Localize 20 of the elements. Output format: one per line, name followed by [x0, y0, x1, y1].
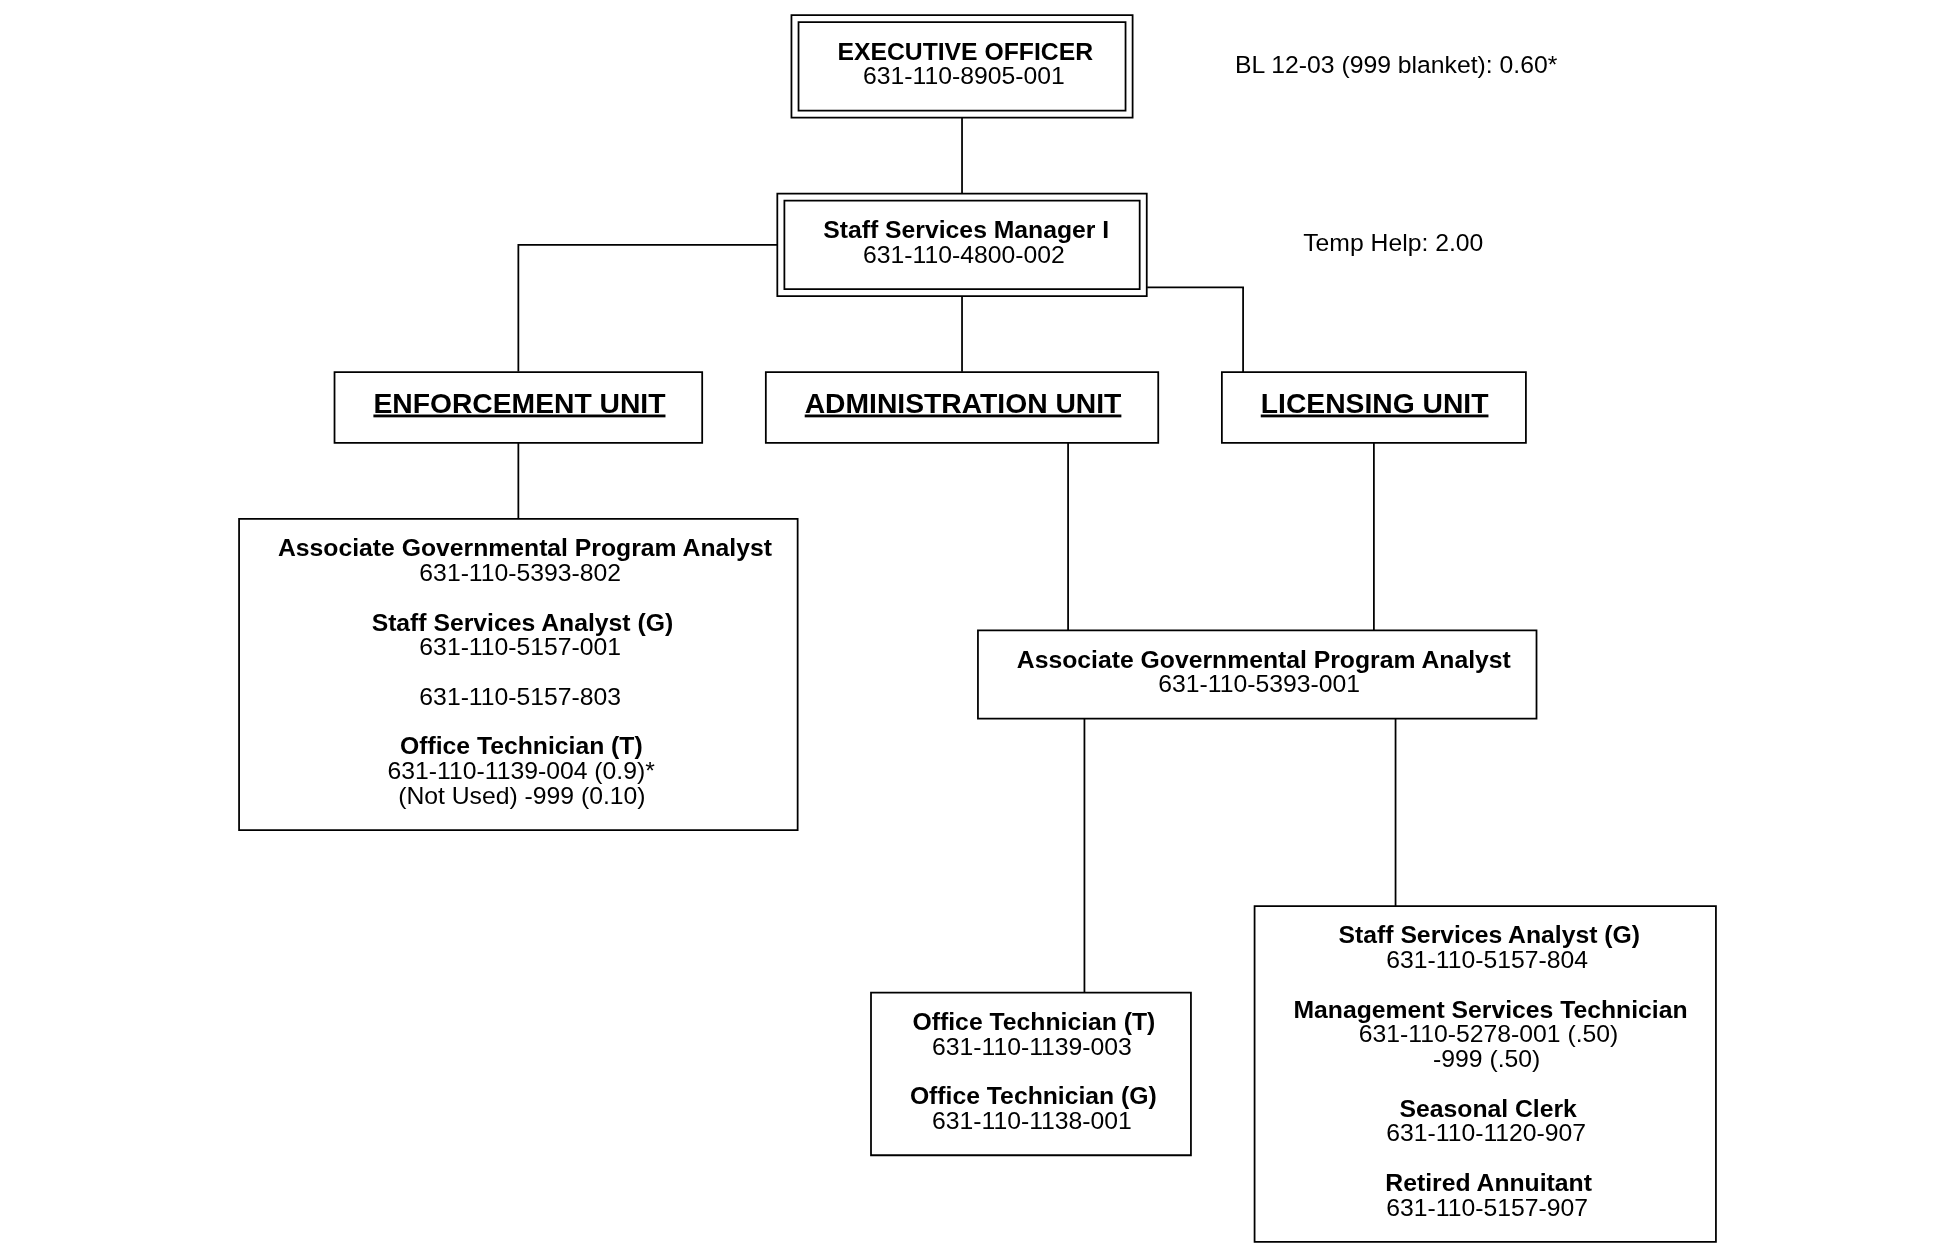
- node-box: LICENSING UNIT: [1220, 371, 1527, 444]
- node-box: Associate Governmental Program Analyst 631-110-5393-802 Staff Services Analyst (G) 631-110-5157-001 631-110-5157-803 Office Technician (T) 631-110-1139-004 (0.9)* (Not Used) -999 (0.10): [237, 518, 799, 831]
- node-box: Office Technician (T) 631-110-1139-003 Office Technician (G) 631-110-1138-001: [869, 991, 1192, 1157]
- connector: [960, 295, 963, 373]
- label: Temp Help: 2.00: [1302, 229, 1483, 257]
- connector: [960, 117, 963, 195]
- connector: [1066, 442, 1069, 631]
- node-box: Staff Services Analyst (G) 631-110-5157-804 Management Services Technician 631-110-5278-001 (.50) -999 (.50) Seasonal Clerk 631-110-1120-907 Retired Annuitant 631-110-5157-907: [1253, 905, 1717, 1243]
- node-box: Associate Governmental Program Analyst 631-110-5393-001: [976, 629, 1537, 720]
- node-box: ENFORCEMENT UNIT: [333, 371, 703, 444]
- connector: [1145, 286, 1244, 374]
- connector: [1394, 717, 1396, 907]
- connector: [1083, 717, 1085, 993]
- connector: [516, 442, 519, 520]
- connector: [516, 244, 778, 373]
- node-box: ADMINISTRATION UNIT: [764, 371, 1159, 444]
- label: BL 12-03 (999 blanket): 0.60*: [1234, 50, 1557, 78]
- node-box: Staff Services Manager I 631-110-4800-002: [775, 192, 1148, 298]
- connector: [1372, 442, 1375, 631]
- node-box: EXECUTIVE OFFICER 631-110-8905-001: [790, 14, 1133, 119]
